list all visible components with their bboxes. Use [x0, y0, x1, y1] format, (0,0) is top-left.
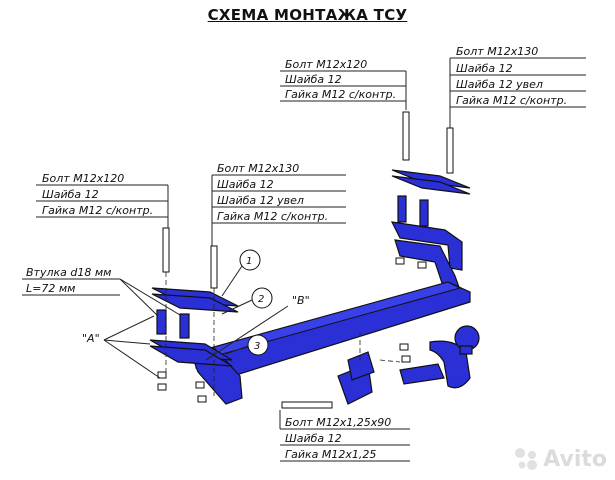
callout-text: Гайка М12 с/контр. — [42, 204, 153, 217]
callout-text: Болт М12х120 — [285, 58, 367, 71]
callout-text: Болт М12х120 — [42, 172, 124, 185]
markers: "А" "В" — [82, 294, 310, 379]
marker-a: "А" — [82, 332, 100, 345]
callout-top-right: Болт М12х130 Шайба 12 Шайба 12 увел Гайк… — [449, 45, 586, 130]
callout-text: Болт М12х1,25х90 — [285, 416, 391, 429]
callout-text: Шайба 12 увел — [456, 78, 543, 91]
callout-text: Болт М12х130 — [456, 45, 538, 58]
part-number-1 — [239, 249, 261, 271]
callout-text: Шайба 12 — [456, 62, 513, 75]
ball-mount — [281, 325, 480, 409]
watermark-text: Avito — [543, 446, 607, 472]
callout-text: Втулка d18 мм — [26, 266, 111, 279]
svg-text:3: 3 — [254, 341, 260, 352]
marker-b: "В" — [292, 294, 310, 307]
diagram-title: СХЕМА МОНТАЖА ТСУ — [207, 6, 408, 24]
callout-text: Шайба 12 — [285, 432, 342, 445]
part-number-3 — [247, 334, 269, 356]
callout-bushing: Втулка d18 мм L=72 мм — [22, 266, 186, 319]
callout-text: Гайка М12 с/контр. — [285, 88, 396, 101]
callout-bottom: Болт М12х1,25х90 Шайба 12 Гайка М12х1,25 — [279, 410, 410, 462]
callout-text: Шайба 12 — [285, 73, 342, 86]
callout-text: Гайка М12 с/контр. — [217, 210, 328, 223]
svg-text:2: 2 — [258, 294, 264, 305]
callout-text: Гайка М12 с/контр. — [456, 94, 567, 107]
callout-text: Шайба 12 — [217, 178, 274, 191]
callout-top-left: Болт М12х120 Шайба 12 Гайка М12 с/контр. — [280, 58, 407, 110]
callout-text: L=72 мм — [26, 282, 75, 295]
avito-logo-icon — [515, 448, 538, 470]
callout-text: Гайка М12х1,25 — [285, 448, 376, 461]
part-numbers: 1 2 3 — [221, 249, 273, 356]
avito-watermark: Avito — [513, 446, 607, 472]
left-mount-bracket — [149, 227, 239, 403]
callout-middle: Болт М12х130 Шайба 12 Шайба 12 увел Гайк… — [211, 162, 346, 250]
part-number-2 — [251, 287, 273, 309]
callout-text: Болт М12х130 — [217, 162, 299, 175]
svg-text:1: 1 — [246, 256, 252, 267]
right-mount-bracket — [390, 111, 471, 293]
callout-left: Болт М12х120 Шайба 12 Гайка М12 с/контр. — [36, 172, 169, 230]
callout-text: Шайба 12 — [42, 188, 99, 201]
callout-text: Шайба 12 увел — [217, 194, 304, 207]
